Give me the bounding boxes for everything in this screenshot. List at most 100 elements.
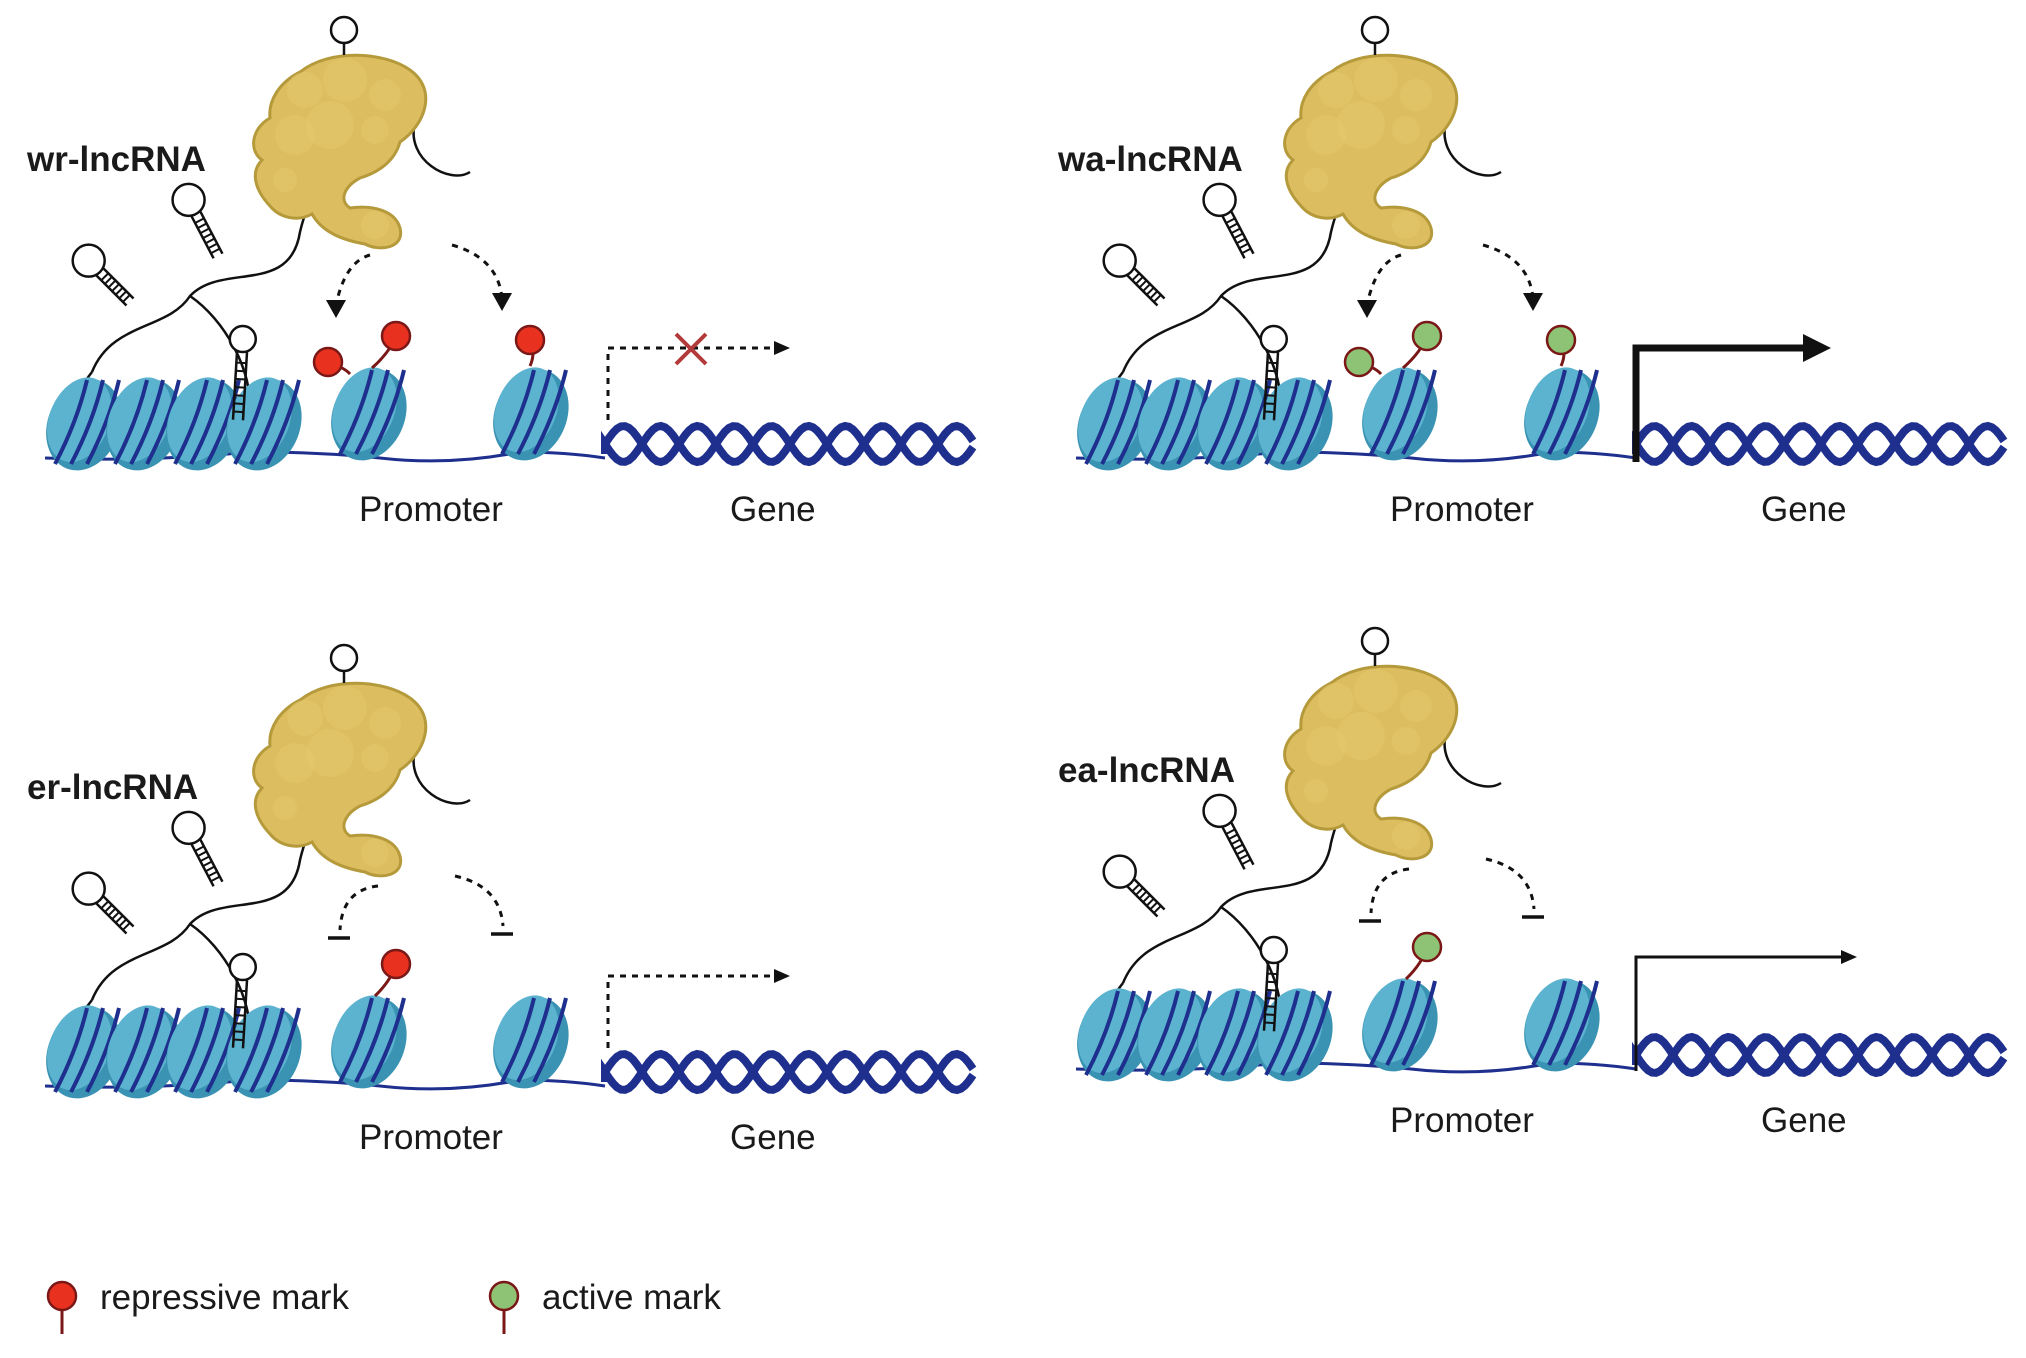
stem-rung <box>194 217 205 224</box>
stem-rung <box>1145 897 1155 907</box>
stem-rung <box>1236 848 1246 856</box>
dna-wrap <box>1296 990 1332 1076</box>
arrow-head <box>774 969 790 983</box>
promoter-label: Promoter <box>1390 490 1534 529</box>
stem-rung <box>235 377 246 381</box>
panel-ea-lncrna: ea-lncRNA Promoter Gene <box>1031 611 2026 1231</box>
stem-rung <box>1230 227 1241 235</box>
stem-rung <box>234 1014 245 1017</box>
protein-complex <box>1283 664 1459 861</box>
stem-rung <box>111 283 120 292</box>
panel-scene <box>1075 626 2008 1082</box>
active-mark <box>1402 320 1443 370</box>
stem-rung <box>1266 988 1277 992</box>
nucleosome <box>1362 978 1438 1072</box>
stem-rung <box>233 410 244 414</box>
stem-rung <box>1264 402 1276 405</box>
protein-texture <box>369 79 401 111</box>
dna-wrap <box>173 1007 209 1093</box>
protein-texture <box>1304 779 1328 803</box>
dna-wrap <box>1385 980 1421 1066</box>
stem-rung <box>207 870 218 878</box>
dna-wrap <box>1531 369 1567 455</box>
dna-wrap <box>265 379 301 465</box>
block-x-icon <box>674 332 708 366</box>
arrow-head <box>492 293 512 311</box>
dna-wrap <box>354 369 390 455</box>
mark-head <box>1545 324 1577 356</box>
protein-texture <box>1354 669 1398 713</box>
rna-hairpin <box>171 182 224 259</box>
protein-texture <box>1392 822 1420 850</box>
legend-repressive-label: repressive mark <box>100 1278 349 1317</box>
dna-wrap <box>85 379 121 465</box>
stem-rung <box>1138 279 1148 289</box>
stem-rung <box>100 272 110 282</box>
protein-texture <box>1392 211 1420 239</box>
panel-graphic <box>44 643 977 1099</box>
nucleosome <box>226 1005 302 1099</box>
stem-strand <box>1262 962 1270 1031</box>
repressive-mark <box>373 948 412 998</box>
rna-hairpin <box>171 810 224 887</box>
nucleosome <box>331 367 407 461</box>
dna-wrap <box>129 379 165 465</box>
legend-active-label: active mark <box>542 1278 721 1317</box>
protein-complex <box>252 53 428 250</box>
dna-wrap <box>113 379 149 465</box>
nucleosome <box>331 995 407 1089</box>
mark-head <box>1343 346 1375 378</box>
stem-rung <box>111 911 120 920</box>
dna-wrap <box>233 379 269 465</box>
dna-wrap <box>1160 990 1196 1076</box>
arrow-head <box>326 300 346 318</box>
rna-hairpin <box>1202 182 1255 259</box>
stem-rung <box>236 361 247 365</box>
stem-rung <box>205 237 215 245</box>
nucleosome <box>1197 377 1273 471</box>
stem-rung <box>104 276 113 285</box>
stem-rung <box>1138 890 1148 900</box>
stem-rung <box>1233 232 1244 240</box>
nucleosome <box>1077 988 1153 1082</box>
stem-rung <box>1233 843 1244 851</box>
nucleosome-face <box>332 995 397 1081</box>
stem-strand <box>1230 211 1255 255</box>
nucleosome-face <box>1138 988 1203 1074</box>
dna-wrap <box>1369 369 1405 455</box>
arrow-head <box>1357 300 1377 318</box>
dna-strand <box>601 421 977 467</box>
nucleosome-face <box>1525 978 1590 1064</box>
rna-hairpin <box>71 871 135 935</box>
rna-hairpin <box>71 243 135 307</box>
dashed-inhibition <box>454 874 505 927</box>
dna-wrap <box>1547 369 1583 455</box>
active-mark <box>1545 324 1577 367</box>
stem-rung <box>1265 997 1276 1000</box>
panel-title: wa-lncRNA <box>1058 140 1243 179</box>
promoter-label: Promoter <box>359 490 503 529</box>
rna-hairpin <box>228 324 258 421</box>
stem-rung <box>104 904 113 913</box>
dna-wrap <box>1204 990 1240 1076</box>
dna-wrap <box>1144 379 1180 465</box>
panel-wa-lncrna: wa-lncRNA Promoter Gene <box>1031 0 2026 620</box>
nucleosome-face <box>1525 367 1590 453</box>
dna-wrap <box>1084 379 1120 465</box>
repressive-mark <box>371 320 412 370</box>
dna-strand <box>601 421 977 467</box>
panel-title: ea-lncRNA <box>1058 751 1235 790</box>
active-mark <box>1343 346 1383 378</box>
stem-rung <box>235 369 246 373</box>
rna-loop <box>1202 793 1237 829</box>
stem-rung <box>1149 901 1159 911</box>
stem-strand <box>1230 822 1255 866</box>
panel-wr-lncrna: wr-lncRNA Promoter Gene <box>0 0 1013 620</box>
dna-wrap <box>69 1007 105 1093</box>
stem-rung <box>1131 883 1141 893</box>
stem-strand <box>1262 351 1270 420</box>
dashed-arrow <box>1365 253 1402 306</box>
nucleosome <box>46 1005 122 1099</box>
stem-rung <box>202 860 213 868</box>
nucleosome <box>493 995 569 1089</box>
